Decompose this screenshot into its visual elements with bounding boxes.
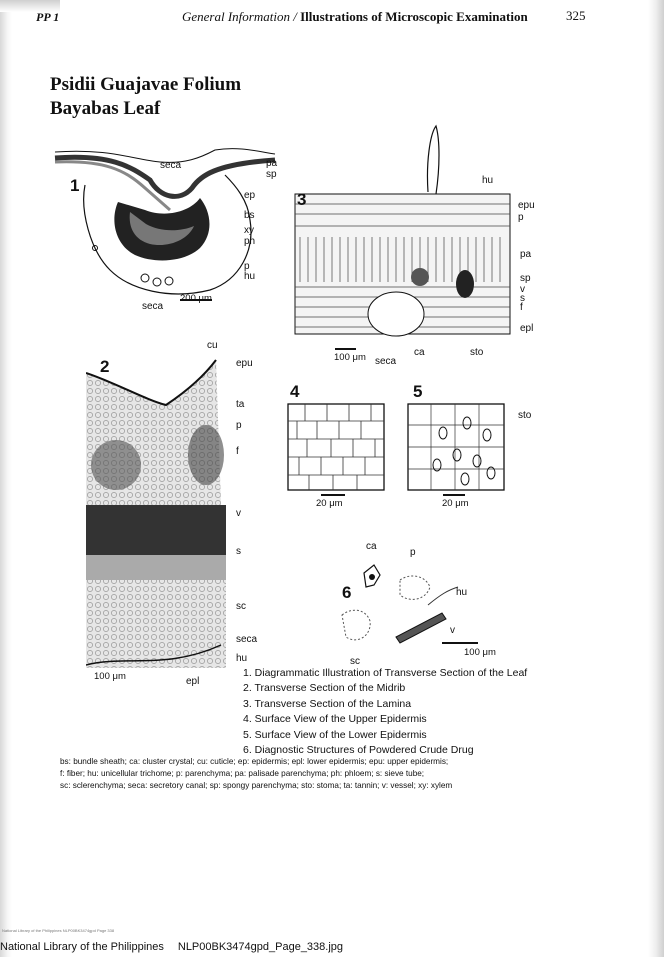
figure-captions: 1. Diagrammatic Illustration of Transver… [243, 666, 527, 758]
fig3-label-epu: epu [518, 200, 535, 211]
fig1-label-p: p [244, 261, 250, 272]
figure-6-drawing [341, 564, 478, 644]
fig2-label-seca: seca [236, 634, 258, 645]
fig2-label-hu: hu [236, 653, 248, 664]
footer-filename: NLP00BK3474gpd_Page_338.jpg [177, 941, 344, 953]
scan-stamp-text: National Library of the Philippines NLP0… [2, 928, 115, 933]
fig1-label-bs: bs [244, 210, 255, 221]
fig6-label-sc: sc [350, 656, 360, 667]
fig1-label-pa: pa [266, 158, 278, 169]
figure-5-drawing [407, 403, 505, 496]
figure-2-number: 2 [100, 357, 110, 376]
figure-1-diagram [54, 148, 276, 301]
header-section: General Information / [182, 9, 301, 24]
abbreviation-line-3: sc: sclerenchyma; seca: secretory canal;… [60, 781, 453, 790]
fig2-label-ta: ta [236, 399, 245, 410]
fig2-label-epl: epl [186, 676, 200, 687]
fig2-label-p: p [236, 420, 242, 431]
fig6-label-p: p [410, 547, 416, 558]
fig1-label-ph: ph [244, 236, 256, 247]
fig2-label-sc: sc [236, 601, 246, 612]
fig3-label-p: p [518, 212, 524, 223]
figure-2-lower-panel [86, 505, 226, 668]
fig1-label-xy: xy [244, 225, 254, 236]
fig1-label-seca-bottom: seca [142, 301, 164, 312]
fig3-scale-label: 100 μm [334, 352, 366, 363]
abbreviation-line-2: f: fiber; hu: unicellular trichome; p: p… [60, 769, 425, 778]
fig3-label-ca: ca [414, 347, 425, 358]
fig1-scale-label: 200 μm [180, 293, 212, 304]
caption-1: 1. Diagrammatic Illustration of Transver… [243, 667, 528, 679]
figure-2-upper-panel [86, 359, 224, 505]
fig2-label-f: f [236, 446, 239, 457]
figure-4-drawing [287, 403, 385, 496]
caption-5: 5. Surface View of the Lower Epidermis [243, 728, 427, 741]
fig2-label-epu: epu [236, 358, 253, 369]
fig3-label-epl: epl [520, 323, 534, 334]
fig2-label-v: v [236, 508, 241, 519]
caption-2: 2. Transverse Section of the Midrib [243, 682, 406, 695]
figure-5-number: 5 [413, 382, 423, 401]
scan-corner [0, 0, 60, 12]
fig4-scale-label: 20 μm [316, 498, 343, 509]
running-header-left: PP 1 [36, 10, 60, 24]
fig3-label-sp: sp [520, 273, 531, 284]
header-chapter: Illustrations of Microscopic Examination [300, 9, 528, 24]
fig5-scale-label: 20 μm [442, 498, 469, 509]
abbreviation-legend: bs: bundle sheath; ca: cluster crystal; … [60, 756, 620, 792]
fig3-label-f: f [520, 302, 523, 313]
caption-4: 4. Surface View of the Upper Epidermis [243, 713, 427, 726]
figure-1-number: 1 [70, 176, 80, 195]
caption-3: 3. Transverse Section of the Lamina [243, 697, 412, 710]
figure-6-number: 6 [342, 583, 352, 602]
caption-6: 6. Diagnostic Structures of Powdered Cru… [243, 744, 474, 757]
fig3-label-sto: sto [470, 347, 484, 358]
fig6-label-v: v [450, 625, 455, 636]
fig2-label-cu: cu [207, 340, 218, 351]
fig1-label-hu: hu [244, 271, 256, 282]
figure-4-number: 4 [290, 382, 300, 401]
fig1-label-seca: seca [160, 160, 182, 171]
abbreviation-line-1: bs: bundle sheath; ca: cluster crystal; … [60, 757, 449, 766]
fig3-label-s: s [520, 293, 525, 304]
page-number: 325 [566, 8, 586, 23]
figure-3-drawing [294, 124, 511, 350]
fig3-label-pa: pa [520, 249, 532, 260]
fig1-label-ep: ep [244, 190, 256, 201]
scan-edge-right [648, 0, 664, 957]
scan-edge-left [0, 0, 12, 957]
scan-footer: National Library of the Philippines NLP00… [0, 941, 357, 953]
running-header-title: General Information / Illustrations of M… [182, 9, 528, 25]
footer-library: National Library of the Philippines [0, 941, 164, 953]
fig2-scale-label: 100 μm [94, 671, 126, 682]
fig6-label-hu: hu [456, 587, 468, 598]
fig2-label-s: s [236, 546, 241, 557]
fig6-label-ca: ca [366, 541, 377, 552]
fig6-scale-label: 100 μm [464, 647, 496, 658]
figure-3-number: 3 [297, 190, 307, 209]
fig3-label-v: v [520, 284, 525, 295]
fig3-label-seca: seca [375, 356, 397, 367]
fig5-label-sto: sto [518, 410, 532, 421]
fig3-label-hu: hu [482, 175, 494, 186]
latin-title: Psidii Guajavae Folium [50, 74, 242, 95]
fig1-label-sp: sp [266, 169, 277, 180]
common-title: Bayabas Leaf [50, 98, 161, 119]
